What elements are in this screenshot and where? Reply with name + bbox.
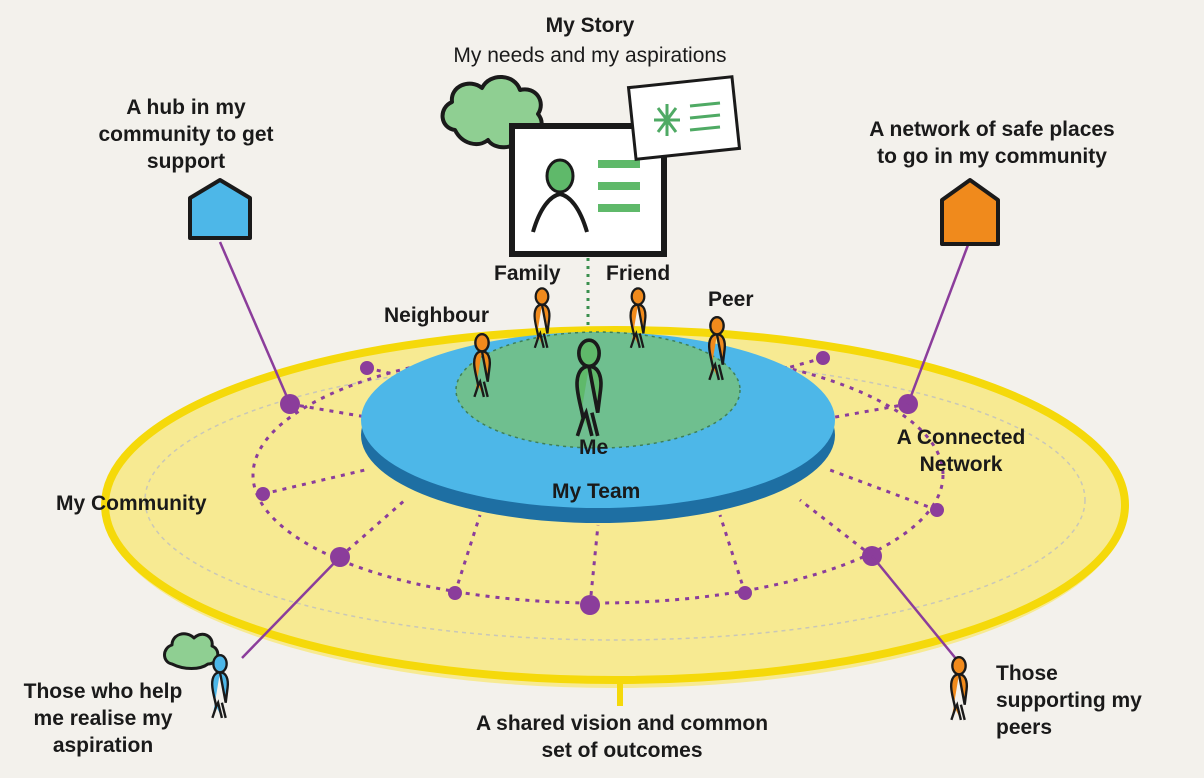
helpers-label: Those who help me realise my aspiration [23,680,183,757]
my-community-label: My Community [56,492,207,515]
cloud-icon [163,632,220,670]
story-subtitle: My needs and my aspirations [453,44,727,67]
person-icon [949,656,969,722]
friend-label: Friend [606,262,671,285]
network-spokes [262,356,938,606]
connected-network-label: A Connected Network [896,426,1026,476]
story-title: My Story [545,14,635,37]
me-label: Me [579,436,609,459]
safe-places-label: A network of safe places to go in my com… [869,118,1115,168]
network-node [738,586,752,600]
peer-supporters-label: Those supporting my peers [996,662,1142,739]
network-node [256,487,270,501]
plan-card-icon [626,75,742,161]
connector-lines [218,241,970,661]
house-icon [940,178,1000,246]
network-node [360,361,374,375]
family-label: Family [494,262,561,285]
house-icon [188,178,252,240]
neighbour-label: Neighbour [384,304,489,327]
network-node [816,351,830,365]
shared-vision-label: A shared vision and common set of outcom… [475,712,769,762]
person-icon [210,654,230,720]
network-node [930,503,944,517]
hub-label: A hub in my community to get support [98,96,274,173]
peer-label: Peer [708,288,754,311]
network-node [448,586,462,600]
network-nodes [256,351,944,615]
network-node [580,595,600,615]
my-team-label: My Team [552,480,641,503]
community-ring [101,326,1129,684]
